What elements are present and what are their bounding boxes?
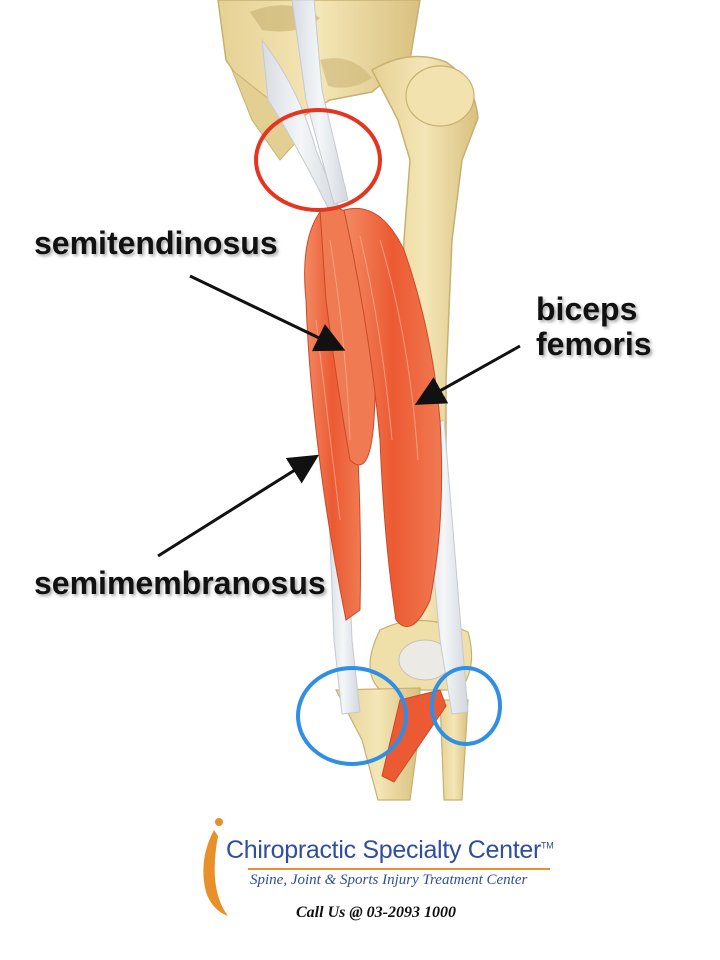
biceps-femoris-label: biceps femoris bbox=[536, 291, 652, 363]
logo-trademark: TM bbox=[541, 840, 554, 851]
logo-title: Chiropractic Specialty CenterTM bbox=[226, 836, 554, 865]
logo-phone-line: Call Us @ 03-2093 1000 bbox=[296, 904, 456, 921]
semimembranosus-label: semimembranosus bbox=[34, 565, 326, 601]
insertion-highlight-circle-medial bbox=[296, 666, 408, 766]
insertion-highlight-circle-lateral bbox=[430, 666, 502, 746]
logo-name: Chiropractic Specialty Center bbox=[226, 836, 542, 864]
semitendinosus-label: semitendinosus bbox=[34, 225, 278, 261]
semitendinosus-arrow bbox=[189, 274, 346, 352]
semimembranosus-arrow bbox=[157, 454, 320, 558]
biceps-femoris-arrow bbox=[414, 344, 521, 405]
logo-figure-icon bbox=[203, 818, 228, 916]
biceps-femoris-label-line2: femoris bbox=[536, 326, 652, 363]
logo-divider bbox=[248, 868, 550, 870]
origin-highlight-circle bbox=[254, 108, 382, 212]
biceps-femoris-label-line1: biceps bbox=[536, 291, 638, 327]
logo-tagline: Spine, Joint & Sports Injury Treatment C… bbox=[250, 872, 528, 888]
biceps-femoris-muscle bbox=[343, 207, 447, 783]
